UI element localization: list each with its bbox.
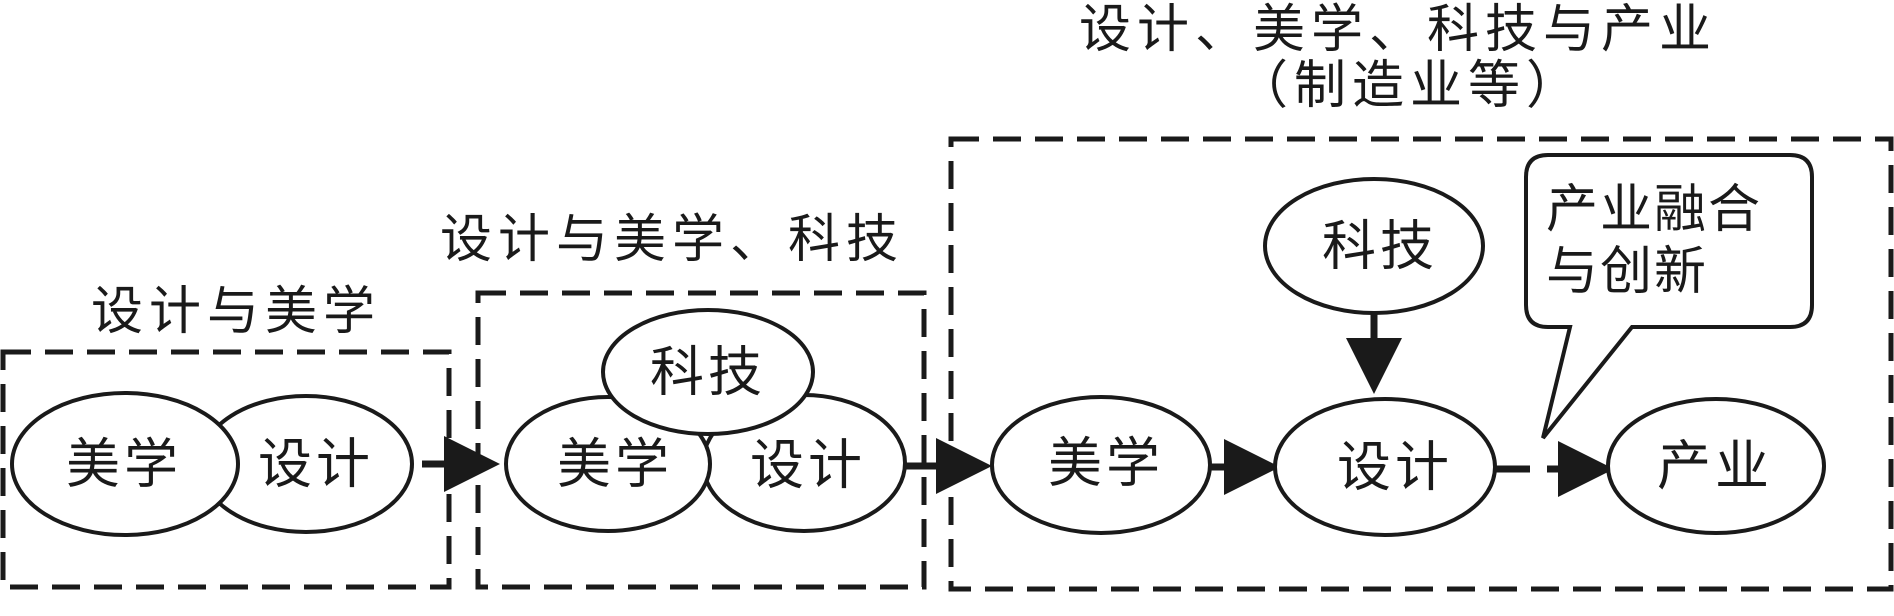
stage3-industry-ellipse [1606, 397, 1826, 535]
stage3-title-line1: 设计、美学、科技与产业 [1079, 0, 1717, 60]
stage1-aesthetics-ellipse [10, 391, 240, 537]
stage2-aesthetics-ellipse [504, 395, 712, 533]
stage2-technology-ellipse [601, 308, 815, 436]
callout-line2: 与创新 [1546, 242, 1708, 302]
stage3-design-ellipse [1273, 397, 1497, 537]
stage3-design-label: 设计 [1337, 436, 1453, 499]
stage3-technology-label: 科技 [1322, 215, 1438, 278]
stage2-title: 设计与美学、科技 [440, 210, 904, 270]
stage1-title: 设计与美学 [91, 282, 381, 342]
stage2-technology-label: 科技 [650, 341, 766, 404]
stage1-design-label: 设计 [258, 433, 374, 496]
stage3-industry-label: 产业 [1657, 435, 1773, 498]
stage3-dashed-box [948, 136, 1894, 592]
stage1-aesthetics-label: 美学 [66, 433, 182, 496]
stage2-aesthetics-label: 美学 [557, 433, 673, 496]
stage3-technology-ellipse [1263, 177, 1485, 315]
stage2-design-label: 设计 [750, 434, 866, 497]
stage2-dashed-box [475, 290, 927, 590]
stage3-aesthetics-label: 美学 [1048, 432, 1164, 495]
callout-bubble [1524, 153, 1814, 440]
stage3-title-line2: （制造业等） [1236, 56, 1584, 116]
callout-line1: 产业融合 [1546, 180, 1762, 240]
